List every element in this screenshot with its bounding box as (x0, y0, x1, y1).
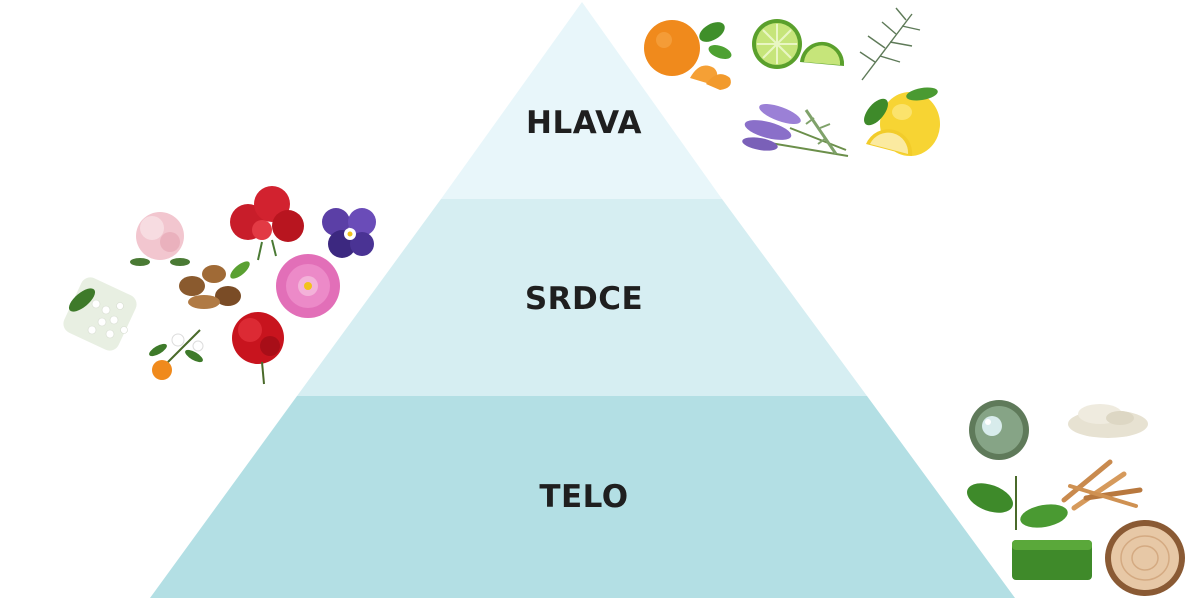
base-notes-cluster (967, 400, 1185, 596)
pyramid-tier-middle (297, 199, 867, 396)
lemon-icon (864, 87, 940, 156)
heart-notes-cluster (63, 186, 376, 385)
wood-slice-icon (1105, 520, 1185, 596)
tier-label-top: HLAVA (526, 105, 642, 141)
lily-of-valley-icon (63, 277, 137, 351)
musk-powder-icon (1068, 404, 1148, 438)
pine-icon (859, 7, 921, 81)
peony-icon (130, 212, 190, 266)
pyramid: HLAVA SRDCE TELO (150, 2, 1015, 598)
carnation-icon (232, 312, 284, 385)
mandarin-icon (644, 20, 732, 90)
sandalwood-icon (1061, 459, 1143, 511)
tier-label-middle: SRDCE (525, 281, 643, 317)
moss-icon (1012, 540, 1092, 580)
dahlia-icon (276, 254, 340, 318)
lavender-icon (742, 104, 849, 157)
pyramid-tier-top (441, 2, 722, 199)
green-leaf-icon (967, 476, 1068, 530)
orange-blossom-icon (149, 329, 204, 380)
geranium-icon (230, 186, 304, 261)
tier-label-bottom: TELO (539, 479, 628, 515)
top-notes-cluster (644, 7, 940, 157)
nutmeg-icon (179, 261, 250, 309)
water-drop-icon (969, 400, 1029, 460)
pyramid-tier-bottom (150, 396, 1015, 598)
lime-icon (752, 19, 845, 69)
pansy-icon (322, 208, 376, 258)
